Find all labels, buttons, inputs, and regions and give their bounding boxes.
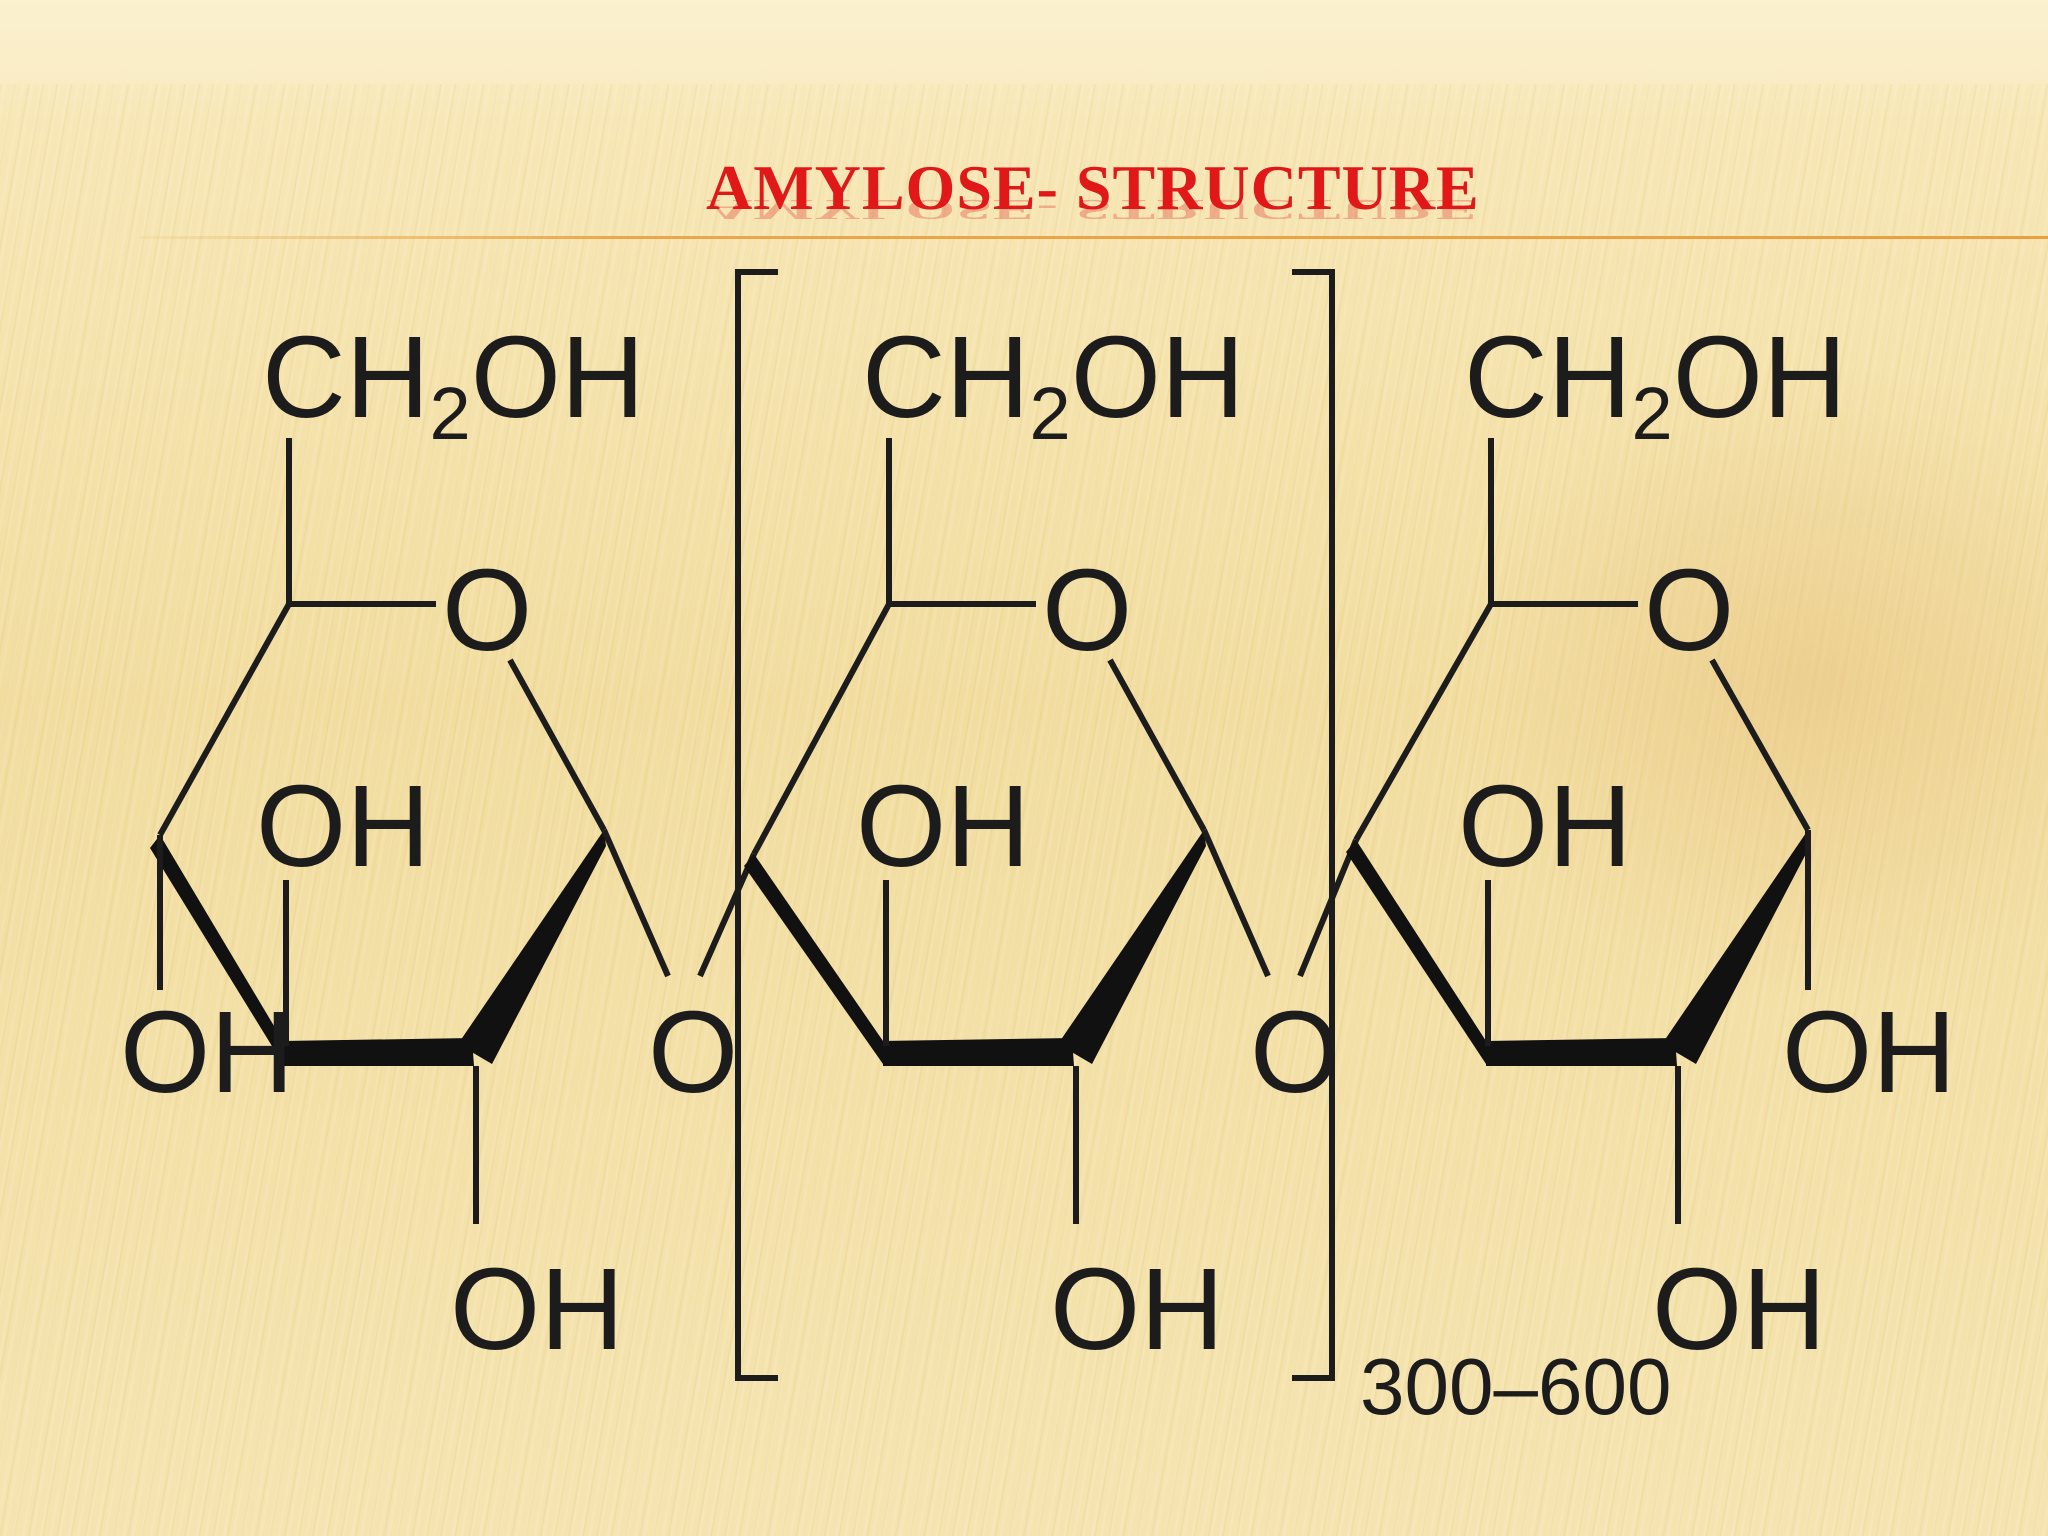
slide-title: AMYLOSE- STRUCTURE: [706, 152, 1480, 223]
title-rule: [140, 236, 2048, 239]
unit3-c1-hydroxyl: OH: [1782, 987, 1956, 1117]
glycosidic-bond-1b: [697, 852, 757, 978]
glycosidic-bond-2b: [1297, 838, 1359, 978]
unit1-c4-c3-wedge: [150, 835, 283, 1064]
unit3-ring-oxygen: O: [1644, 545, 1734, 675]
unit2-c2-hydroxyl: OH: [1050, 1244, 1224, 1374]
repeat-count-label: 300–600: [1360, 1342, 1671, 1431]
unit2-ch2oh-label: CH2OH: [862, 312, 1245, 455]
unit1-c5-c4-bond: [157, 602, 292, 837]
glucose-unit-1: CH2OH O OH OH OH: [120, 312, 645, 1374]
repeat-bracket-right: [1292, 269, 1335, 1381]
unit3-ch2oh-label: CH2OH: [1464, 312, 1847, 455]
unit3-c3-c2-wedge: [1486, 1038, 1677, 1066]
unit2-c3-hydroxyl: OH: [856, 761, 1030, 891]
background-glow: [1448, 360, 2048, 1000]
unit3-c4-c3-wedge: [1346, 840, 1486, 1064]
unit2-c3-c2-wedge: [883, 1038, 1074, 1066]
repeat-bracket-left: [735, 269, 778, 1381]
unit3-c2-c1-wedge: [1662, 830, 1810, 1064]
unit1-c4-hydroxyl: OH: [120, 987, 294, 1117]
unit2-ring-oxygen: O: [1042, 545, 1132, 675]
unit1-c3-c2-wedge: [283, 1038, 474, 1066]
unit1-c2-hydroxyl: OH: [450, 1244, 624, 1374]
unit1-ring-oxygen: O: [442, 545, 532, 675]
unit2-o-c1-bond: [1107, 658, 1207, 832]
glycosidic-oxygen-1: O: [648, 987, 738, 1117]
glycosidic-bond-2a: [1201, 828, 1271, 978]
top-band: [0, 0, 2048, 84]
unit1-ch2oh-label: CH2OH: [262, 312, 645, 455]
unit2-c5-c4-bond: [751, 602, 892, 856]
unit1-c3-hydroxyl: OH: [256, 761, 430, 891]
unit2-c4-c3-wedge: [744, 854, 883, 1064]
unit1-o-c1-bond: [507, 658, 607, 832]
glucose-unit-3: CH2OH O OH OH OH: [1346, 312, 1956, 1374]
unit1-c2-c1-wedge: [458, 830, 606, 1064]
unit3-c3-hydroxyl: OH: [1458, 761, 1632, 891]
unit3-c5-c4-bond: [1353, 602, 1494, 842]
unit2-c2-c1-wedge: [1058, 830, 1206, 1064]
glucose-unit-2: CH2OH O OH OH: [744, 312, 1245, 1374]
glycosidic-oxygen-2: O: [1250, 987, 1340, 1117]
unit3-o-c1-bond: [1709, 658, 1811, 832]
unit3-c2-hydroxyl: OH: [1652, 1244, 1826, 1374]
glycosidic-bond-1a: [601, 828, 671, 978]
